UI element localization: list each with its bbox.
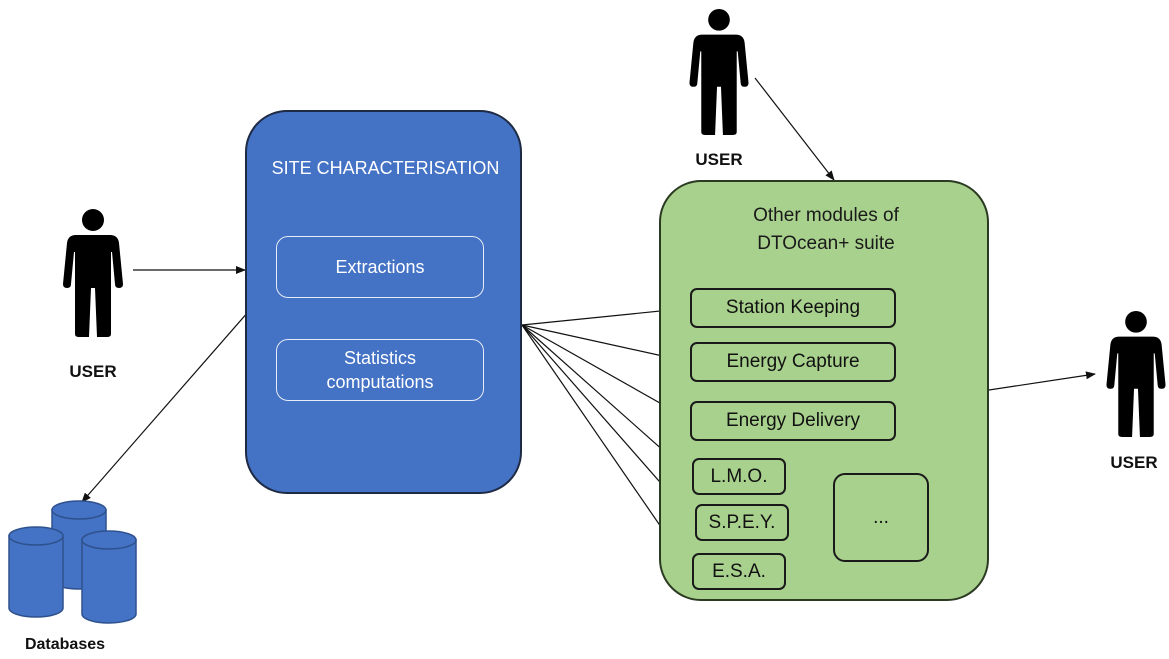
left-user-label: USER [69, 362, 117, 381]
extractions-block: Extractions [276, 236, 484, 298]
module-energy-capture: Energy Capture [690, 342, 896, 382]
person-icon [63, 209, 123, 337]
other-modules-title-line1: Other modules of [753, 205, 899, 226]
arrow-top-user-to-modules [754, 77, 835, 181]
module-station-keeping: Station Keeping [690, 288, 896, 328]
statistics-line1: Statistics [343, 348, 417, 368]
other-modules-title: Other modules of DTOcean+ suite [661, 202, 991, 258]
module-esa: E.S.A. [692, 553, 786, 590]
module-more: ... [833, 473, 929, 562]
top-user-label: USER [695, 150, 743, 169]
site-characterisation-box: SITE CHARACTERISATION Extractions Statis… [245, 110, 522, 494]
databases-label: Databases [24, 636, 106, 653]
module-energy-delivery: Energy Delivery [690, 401, 896, 441]
database-icon [8, 500, 137, 624]
module-lmo: L.M.O. [692, 458, 786, 495]
person-icon [689, 8, 749, 136]
statistics-computations-block: Statistics computations [276, 339, 484, 401]
module-spey: S.P.E.Y. [695, 504, 789, 541]
right-user-label: USER [1110, 453, 1158, 472]
arrow-db-extractions [81, 279, 277, 503]
other-modules-title-line2: DTOcean+ suite [757, 233, 895, 254]
site-characterisation-title: SITE CHARACTERISATION [271, 158, 500, 178]
person-icon [1106, 310, 1166, 438]
arrow-modules-to-right-user [988, 371, 1096, 391]
statistics-line2: computations [326, 372, 434, 392]
